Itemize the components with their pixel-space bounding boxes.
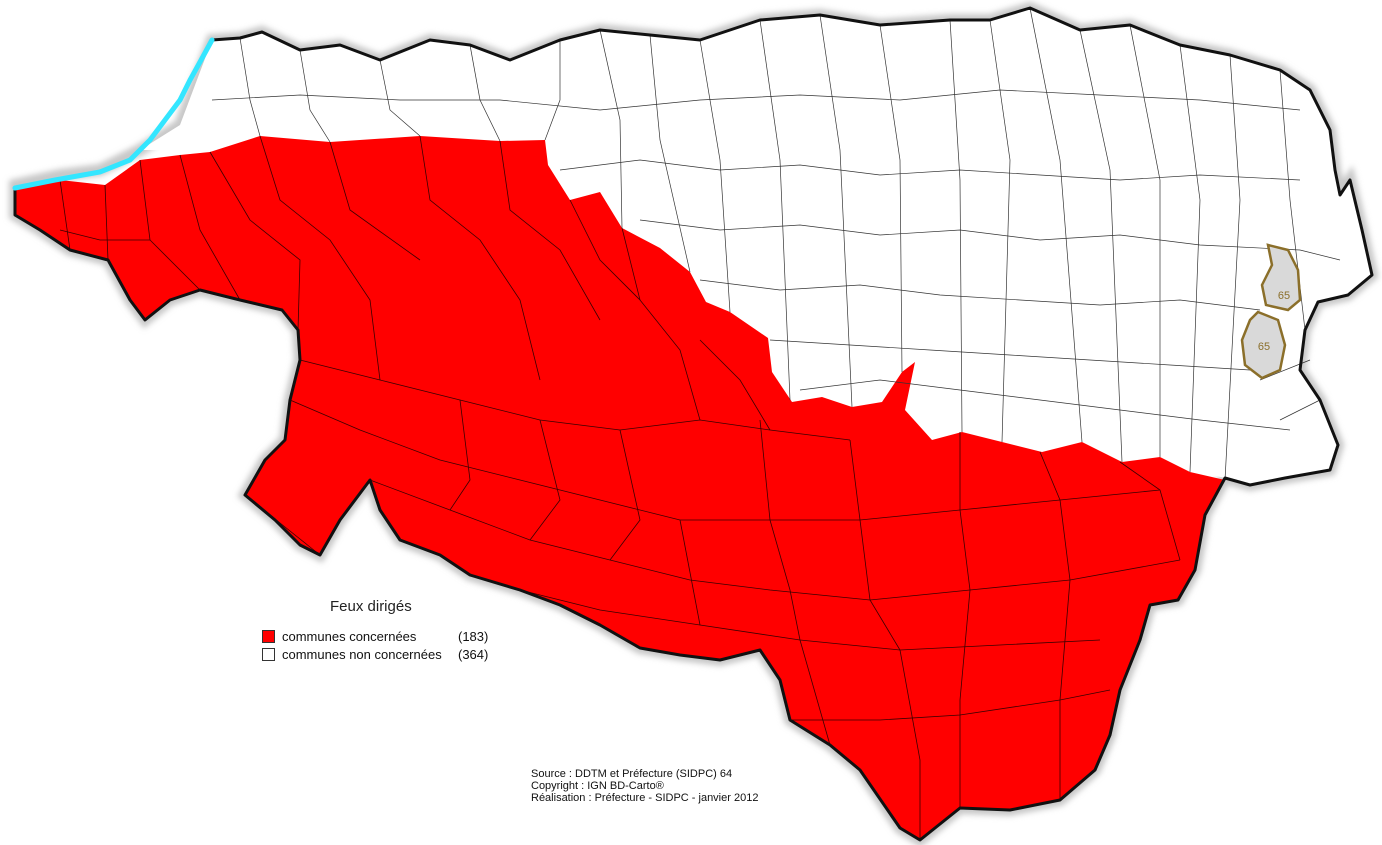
map-legend: Feux dirigés communes concernées (183) c… bbox=[262, 598, 512, 663]
legend-label: communes non concernées bbox=[282, 646, 442, 662]
department-border bbox=[13, 6, 1374, 842]
legend-swatch-not-concerned bbox=[262, 647, 275, 661]
legend-swatch-concerned bbox=[262, 629, 275, 643]
legend-item-not-concerned: communes non concernées (364) bbox=[262, 645, 512, 663]
enclave-65-south bbox=[1240, 310, 1287, 380]
non-concerned-area bbox=[15, 8, 1372, 485]
concerned-area bbox=[15, 136, 1225, 840]
credit-realisation: Réalisation : Préfecture - SIDPC - janvi… bbox=[531, 792, 759, 804]
legend-title: Feux dirigés bbox=[330, 598, 412, 615]
map-credits: Source : DDTM et Préfecture (SIDPC) 64 C… bbox=[531, 768, 758, 804]
credit-source: Source : DDTM et Préfecture (SIDPC) 64 bbox=[531, 768, 733, 780]
legend-count: (183) bbox=[458, 628, 489, 644]
coastline bbox=[12, 37, 215, 191]
enclave-65-north bbox=[1260, 243, 1302, 312]
legend-item-concerned: communes concernées (183) bbox=[262, 627, 512, 645]
enclave-65-south-label: 65 bbox=[1258, 341, 1270, 353]
credit-copyright: Copyright : IGN BD-Carto® bbox=[531, 780, 664, 792]
enclave-65-north-label: 65 bbox=[1278, 290, 1290, 302]
legend-label: communes concernées bbox=[282, 628, 417, 644]
legend-count: (364) bbox=[458, 646, 489, 662]
concerned-commune-borders bbox=[59, 135, 1181, 840]
non-concerned-commune-borders bbox=[211, 7, 1341, 481]
